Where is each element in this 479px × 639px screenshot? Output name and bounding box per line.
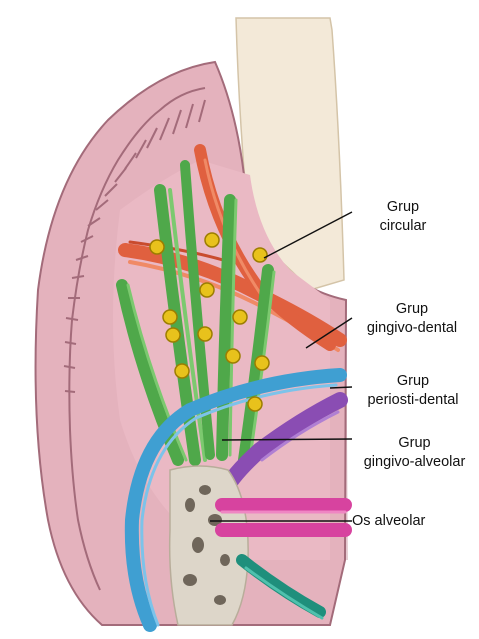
label-os-alveolar: Os alveolar (352, 512, 448, 531)
label-periosti-dental-line1: Grup (352, 372, 474, 391)
leader-periosti-dental (330, 387, 352, 388)
label-gingivo-dental: Grup gingivo-dental (352, 300, 472, 338)
label-os-alveolar-line1: Os alveolar (352, 512, 448, 531)
label-circular-line2: circular (355, 217, 451, 236)
label-circular: Grup circular (355, 198, 451, 236)
label-gingivo-dental-line1: Grup (352, 300, 472, 319)
label-periosti-dental: Grup periosti-dental (352, 372, 474, 410)
label-gingivo-dental-line2: gingivo-dental (352, 319, 472, 338)
label-circular-line1: Grup (355, 198, 451, 217)
label-gingivo-alveolar: Grup gingivo-alveolar (352, 434, 477, 472)
label-gingivo-alveolar-line2: gingivo-alveolar (352, 453, 477, 472)
leader-gingivo-alveolar (222, 439, 352, 440)
label-periosti-dental-line2: periosti-dental (352, 391, 474, 410)
label-gingivo-alveolar-line1: Grup (352, 434, 477, 453)
